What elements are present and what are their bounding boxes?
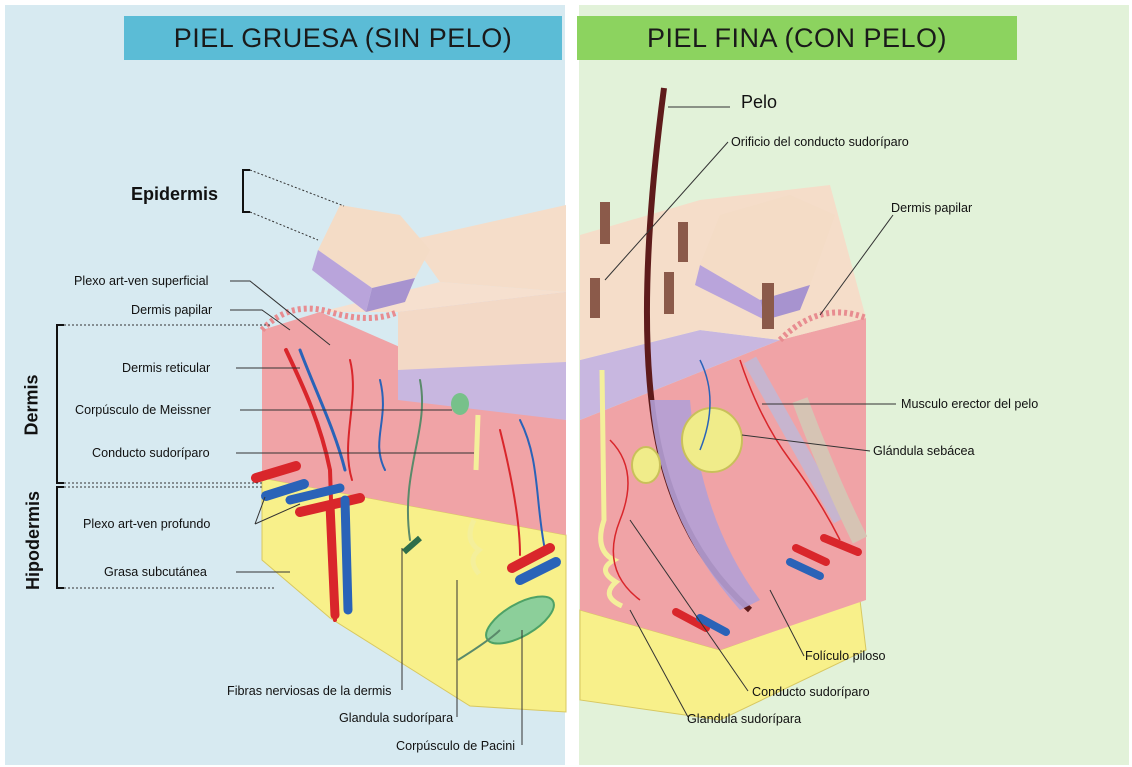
label-meissner: Corpúsculo de Meissner	[75, 403, 211, 417]
label-dermis-papilar-right: Dermis papilar	[891, 201, 972, 215]
hipodermis-label: Hipodermis	[23, 495, 44, 590]
epidermis-label: Epidermis	[131, 184, 218, 205]
label-dermis-reticular: Dermis reticular	[122, 361, 210, 375]
label-dermis-papilar-left: Dermis papilar	[131, 303, 212, 317]
thick-skin-block	[256, 205, 566, 712]
label-orificio: Orificio del conducto sudoríparo	[731, 135, 909, 149]
label-pelo: Pelo	[741, 92, 777, 113]
label-plexo-profundo: Plexo art-ven profundo	[83, 517, 210, 531]
label-glandula-left: Glandula sudorípara	[339, 711, 453, 725]
label-foliculo: Folículo piloso	[805, 649, 886, 663]
label-plexo-superficial: Plexo art-ven superficial	[74, 274, 208, 288]
label-pacini: Corpúsculo de Pacini	[396, 739, 515, 753]
label-sebacea: Glándula sebácea	[873, 444, 975, 458]
label-fibras: Fibras nerviosas de la dermis	[227, 684, 391, 698]
label-conducto-right: Conducto sudoríparo	[752, 685, 870, 699]
label-grasa: Grasa subcutánea	[104, 565, 207, 579]
label-glandula-right: Glandula sudorípara	[687, 712, 801, 726]
dermis-label: Dermis	[22, 376, 43, 436]
label-conducto-left: Conducto sudoríparo	[92, 446, 210, 460]
label-musculo: Musculo erector del pelo	[901, 397, 1038, 411]
